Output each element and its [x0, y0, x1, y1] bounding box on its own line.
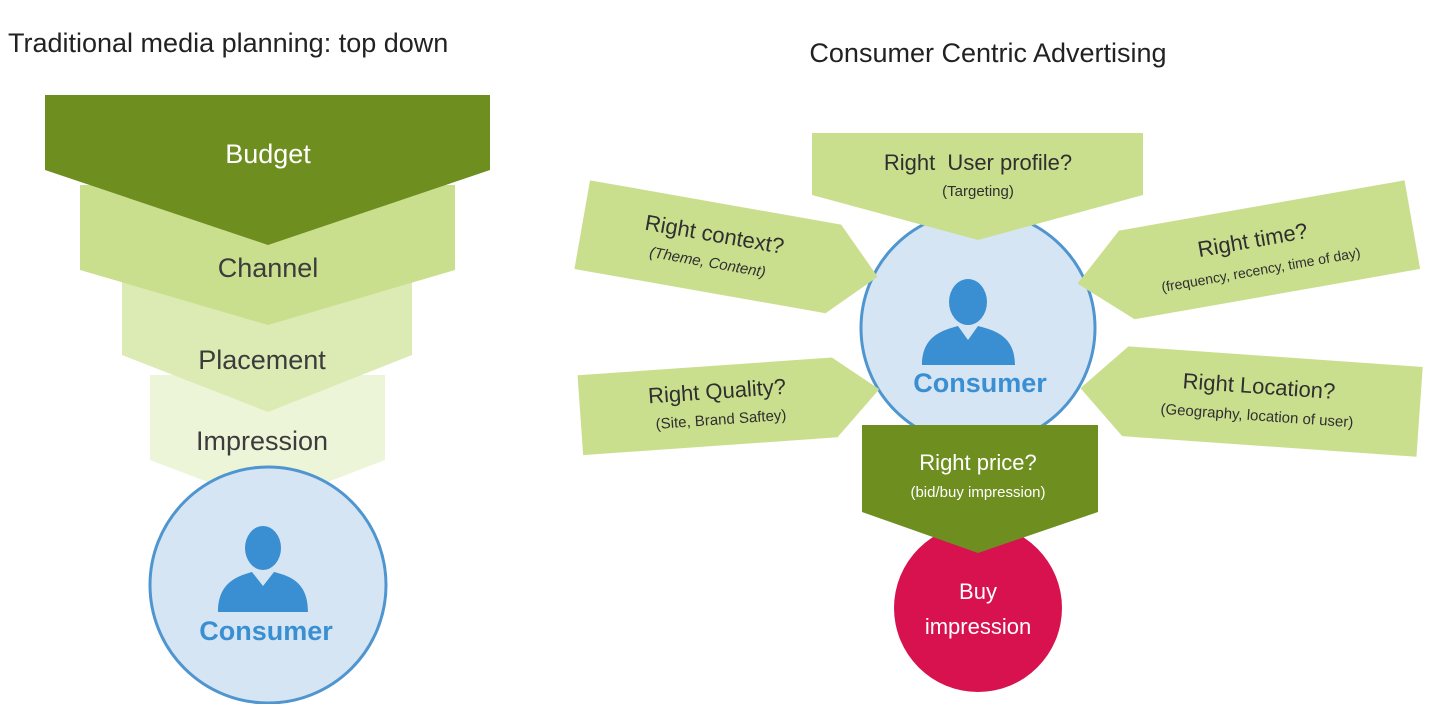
funnel-label-impression: Impression	[196, 426, 328, 456]
user-profile-sub: (Targeting)	[942, 183, 1014, 200]
buy-impression-line2: impression	[925, 614, 1031, 639]
funnel-level-placement	[122, 280, 412, 412]
price-sub: (bid/buy impression)	[910, 484, 1045, 501]
buy-impression-circle	[894, 524, 1062, 692]
person-icon	[922, 279, 1015, 365]
right-consumer-label: Consumer	[913, 368, 1047, 398]
arrow-location: Right Location? (Geography, location of …	[1080, 346, 1423, 457]
funnel-level-impression	[150, 375, 385, 505]
funnel-level-channel	[80, 185, 455, 325]
arrow-user-profile	[812, 133, 1143, 240]
funnel-label-placement: Placement	[198, 345, 326, 375]
buy-impression-line1: Buy	[959, 579, 997, 604]
right-panel-title: Consumer Centric Advertising	[809, 38, 1166, 68]
funnel-label-budget: Budget	[225, 139, 311, 169]
arrow-price	[862, 425, 1098, 553]
left-consumer-label: Consumer	[199, 616, 333, 646]
user-profile-title: Right User profile?	[884, 150, 1072, 175]
left-consumer: Consumer	[148, 465, 388, 704]
arrow-quality-shape	[577, 357, 880, 456]
arrow-time: Right time? (frequency, recency, time of…	[1077, 180, 1421, 320]
funnel-label-channel: Channel	[218, 253, 319, 283]
arrow-quality: Right Quality? (Site, Brand Saftey)	[577, 357, 880, 456]
left-panel: Traditional media planning: top down Bud…	[8, 28, 490, 704]
arrow-location-shape	[1080, 346, 1423, 457]
right-panel: Consumer Centric Advertising Right User …	[574, 38, 1423, 692]
person-icon	[218, 526, 308, 612]
arrow-time-shape	[1077, 180, 1421, 320]
arrow-context: Right context? (Theme, Content)	[574, 180, 878, 314]
arrow-context-shape	[574, 180, 878, 314]
left-panel-title: Traditional media planning: top down	[8, 28, 448, 58]
funnel-level-budget	[45, 95, 490, 245]
price-title: Right price?	[919, 450, 1036, 475]
